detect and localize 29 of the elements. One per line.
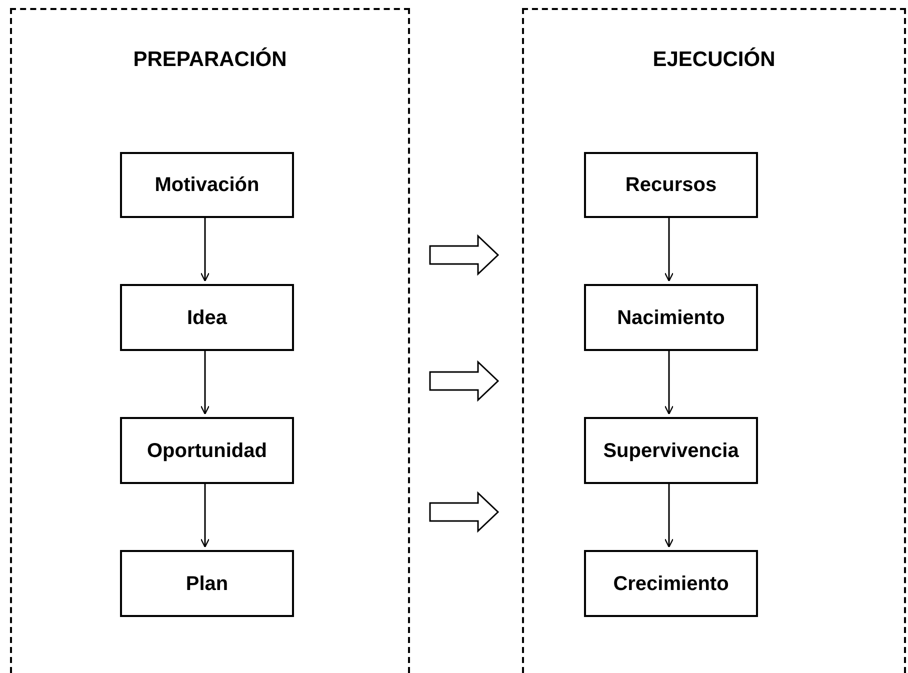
process-box [584, 284, 758, 351]
box-label: Plan [186, 572, 228, 596]
process-box [584, 550, 758, 617]
arrow [664, 482, 674, 548]
block-arrow [429, 491, 500, 533]
block-arrow [429, 360, 500, 402]
arrow [200, 482, 210, 548]
dashed-panel [522, 8, 906, 673]
arrow [200, 349, 210, 415]
process-box [120, 550, 294, 617]
block-arrow [429, 234, 500, 276]
panel-heading: PREPARACIÓN [132, 46, 288, 73]
arrow [664, 349, 674, 415]
arrow [664, 216, 674, 282]
panel-heading: EJECUCIÓN [652, 46, 776, 73]
process-box [584, 417, 758, 484]
process-box [584, 152, 758, 218]
box-label: Nacimiento [617, 306, 725, 330]
process-box [120, 152, 294, 218]
box-label: Idea [186, 306, 228, 330]
box-label: Crecimiento [613, 572, 729, 596]
box-label: Supervivencia [603, 438, 739, 464]
process-box [120, 417, 294, 484]
box-label: Oportunidad [147, 438, 267, 464]
box-label: Recursos [625, 173, 717, 198]
process-box [120, 284, 294, 351]
arrow [200, 216, 210, 282]
box-label: Motivación [154, 173, 260, 198]
dashed-panel [10, 8, 410, 673]
